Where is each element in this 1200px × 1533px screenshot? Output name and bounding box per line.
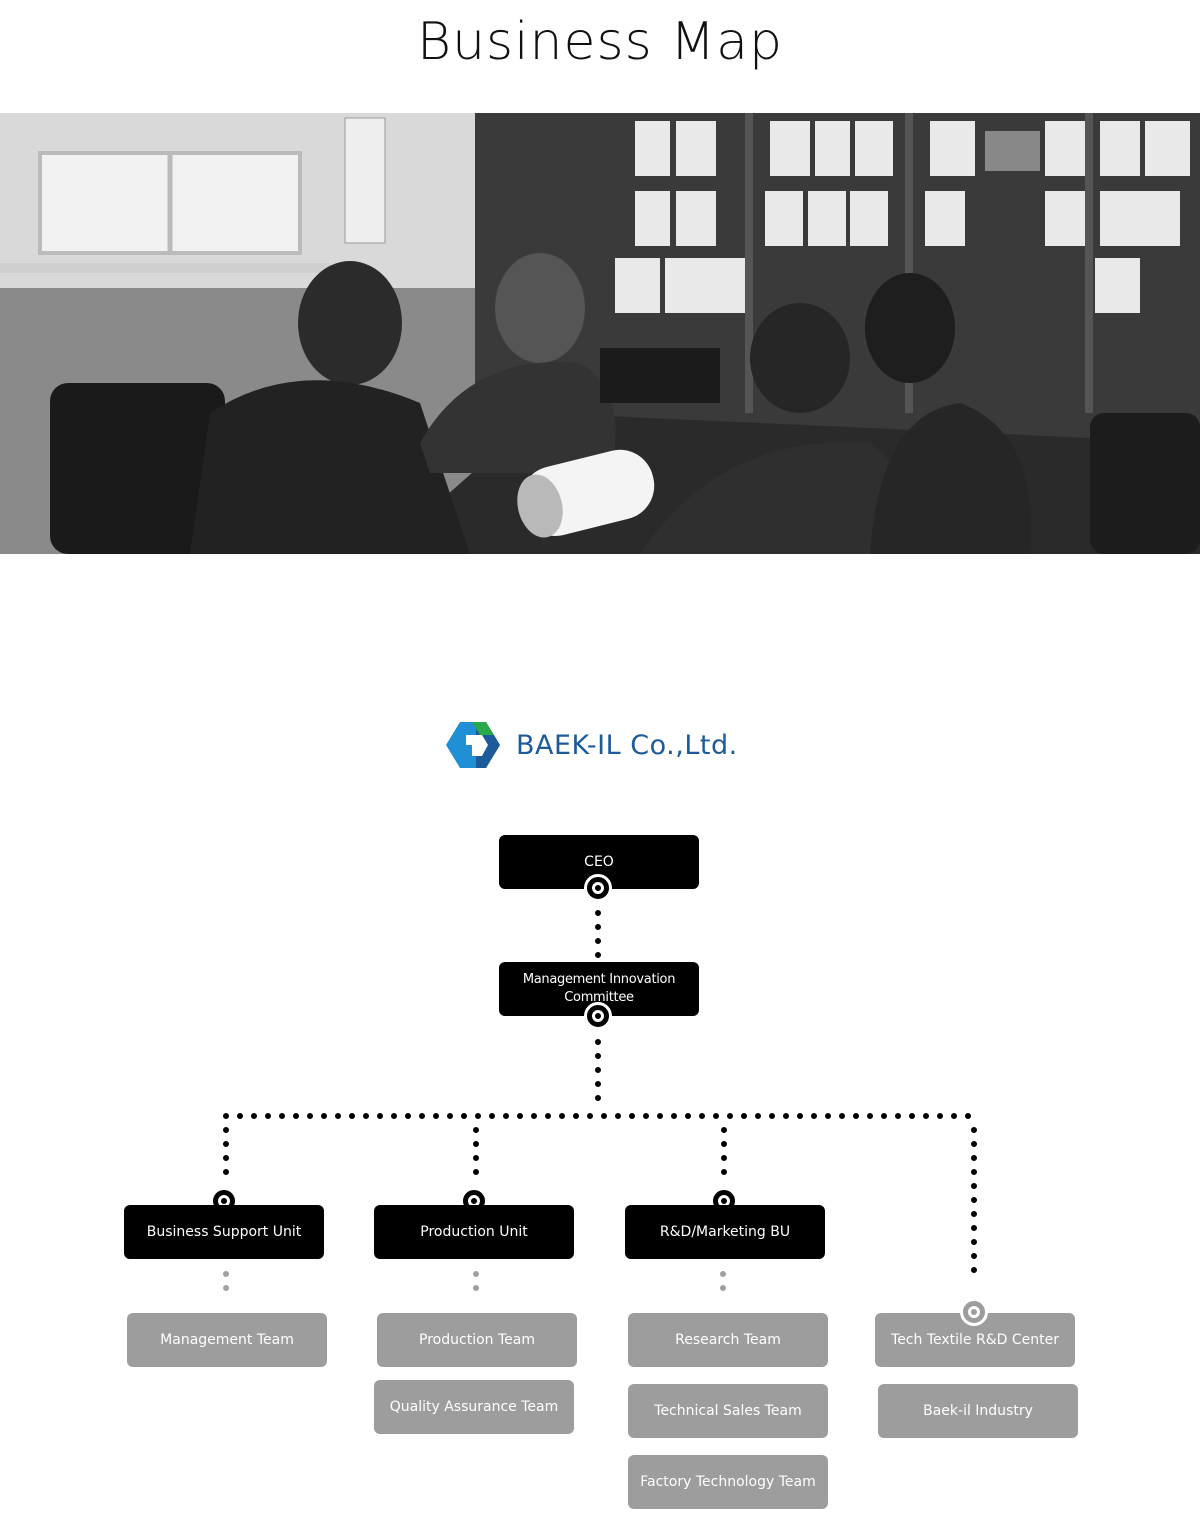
- research-team-box[interactable]: Research Team: [628, 1313, 828, 1367]
- page-title: Business Map: [417, 12, 783, 72]
- baek-il-logo-icon: [446, 722, 500, 768]
- business-support-unit-box[interactable]: Business Support Unit: [124, 1205, 324, 1259]
- hero-photo: [0, 113, 1200, 554]
- company-name: BAEK-IL Co.,Ltd.: [516, 729, 738, 761]
- factory-technology-team-box[interactable]: Factory Technology Team: [628, 1455, 828, 1509]
- center-node-icon: [960, 1298, 988, 1326]
- ceo-node-icon: [584, 874, 612, 902]
- technical-sales-team-box[interactable]: Technical Sales Team: [628, 1384, 828, 1438]
- production-team-box[interactable]: Production Team: [377, 1313, 577, 1367]
- office-meeting-photo-icon: [0, 113, 1200, 554]
- company-logo: BAEK-IL Co.,Ltd.: [446, 720, 738, 770]
- baek-il-industry-box[interactable]: Baek-il Industry: [878, 1384, 1078, 1438]
- committee-node-icon: [584, 1002, 612, 1030]
- management-team-box[interactable]: Management Team: [127, 1313, 327, 1367]
- rnd-marketing-bu-box[interactable]: R&D/Marketing BU: [625, 1205, 825, 1259]
- production-unit-box[interactable]: Production Unit: [374, 1205, 574, 1259]
- quality-assurance-team-box[interactable]: Quality Assurance Team: [374, 1380, 574, 1434]
